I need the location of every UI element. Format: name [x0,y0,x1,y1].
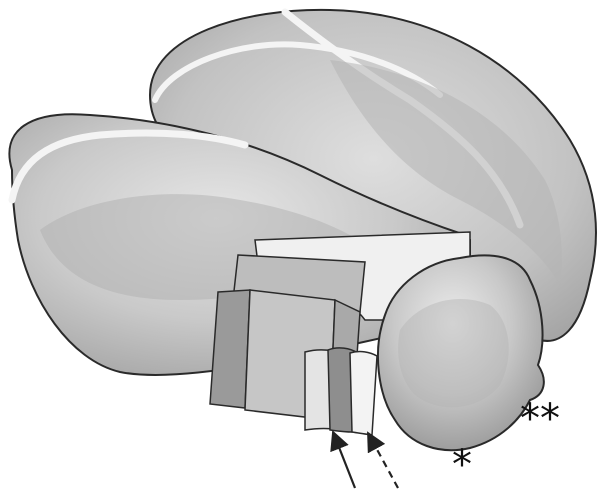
block-band-light [350,352,377,435]
dashed-arrow [368,433,398,488]
cerebellum [378,255,544,450]
double-asterisk-label: ** [520,396,560,442]
single-asterisk-label: * [452,442,472,488]
section-block [210,255,377,435]
solid-arrow [333,432,355,488]
cerebellum-shade [398,299,509,407]
